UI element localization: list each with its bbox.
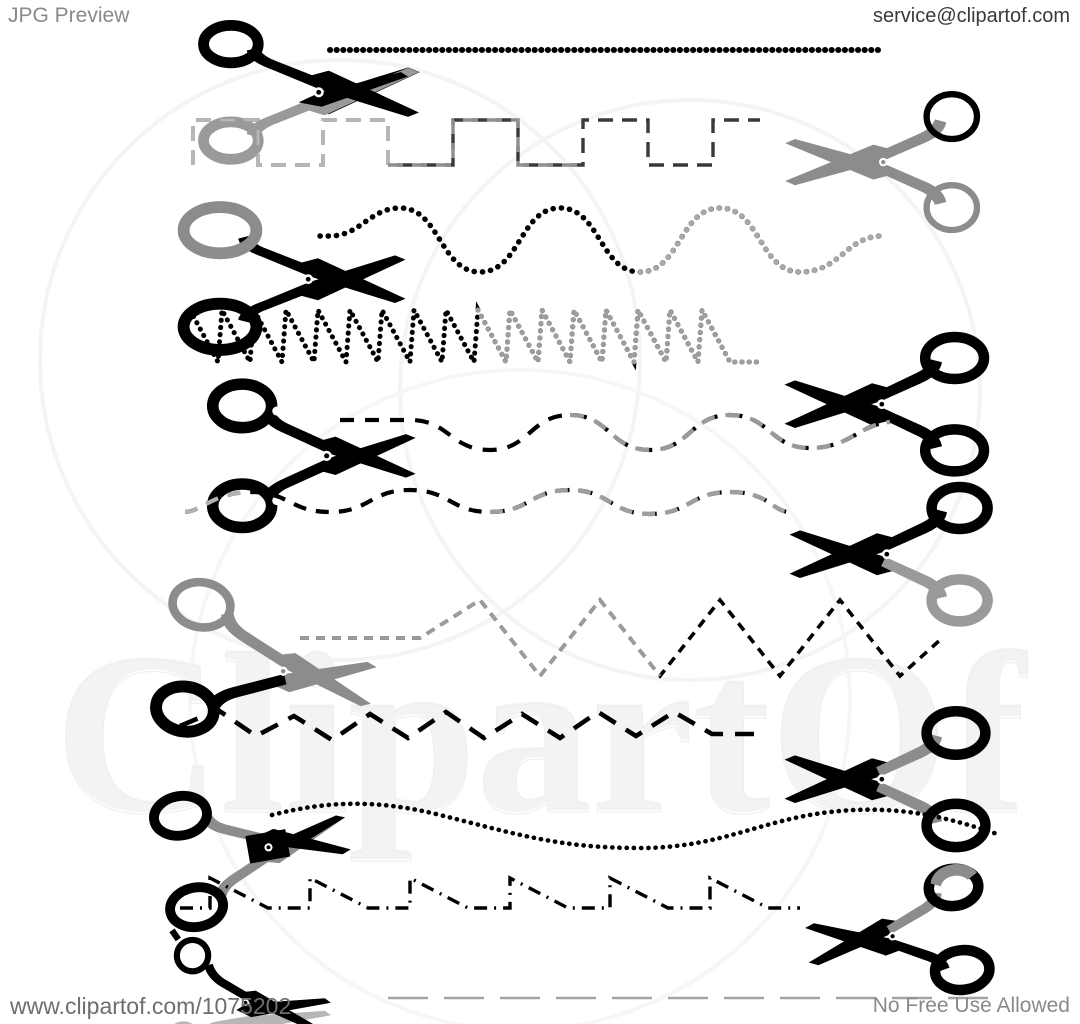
scissors-black-open-pointing-right [206,378,416,534]
shallow-zigzag-bold-dashed-line [179,707,760,743]
scissors-black-gray-ring-pointing-left-lower [805,863,995,996]
scalloped-hump-dashed-line-fade [489,487,791,517]
row-1 [198,19,883,165]
row-10 [180,863,995,996]
row-5 [206,378,891,534]
row-6 [184,481,993,627]
usage-notice-label: No Free Use Allowed [872,994,1070,1017]
sawtooth-dotted-line-fade [475,301,763,371]
scalloped-valley-dashed-line-fade [569,412,891,453]
deep-sine-wave-dotted-line [317,205,883,275]
stepped-sawtooth-dashdot-line [180,875,800,910]
scissors-black-gray-ring-pointing-left [789,481,993,627]
scissors-black-gray-mixed-pointing-left [784,706,991,853]
deep-sine-wave-dotted-line-fade [637,205,883,275]
scissors-gray-black-handle-pointing-right [150,577,377,738]
scissors-gray-outline-pointing-left [785,91,981,234]
square-wave-dashed-line-mid [388,118,583,167]
gentle-sine-wave-fine-dotted-line [269,801,1003,851]
row-3 [177,201,883,356]
square-wave-dashed-line [191,118,760,167]
row-2 [191,91,981,234]
row-4 [187,301,990,477]
scissors-black-pointing-left [784,331,990,477]
service-email-label: service@clipartof.com [872,5,1070,27]
row-7 [150,577,942,738]
jpg-preview-label: JPG Preview [8,4,130,27]
row-8 [179,706,991,853]
site-url-label: www.clipartof.com/1075202 [10,993,292,1019]
